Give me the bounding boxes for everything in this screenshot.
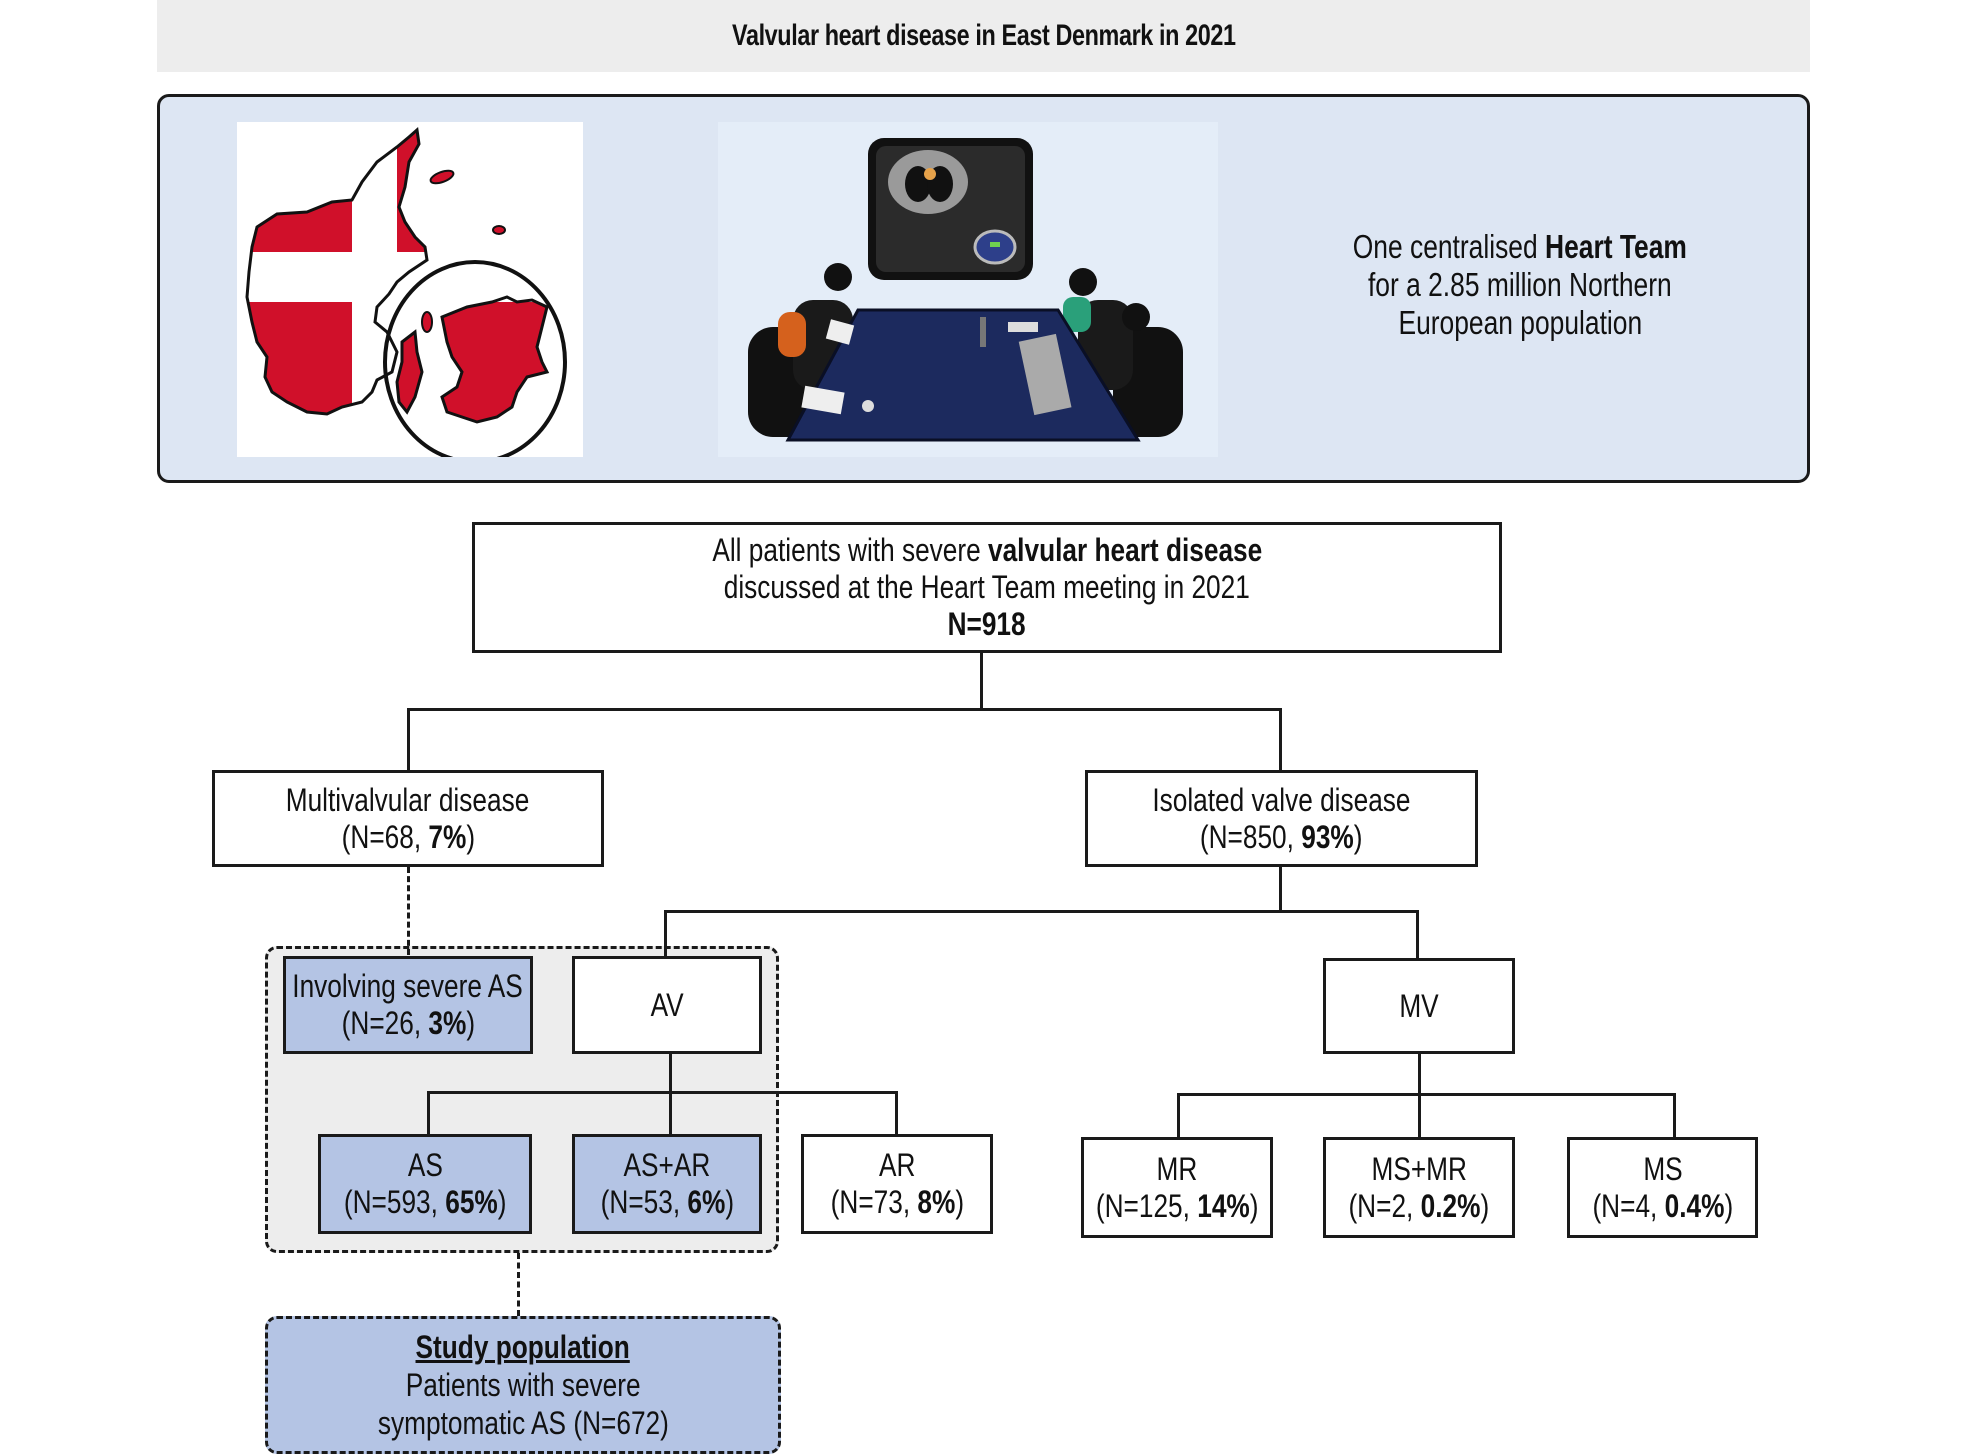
ms-box: MS (N=4, 0.4%) <box>1567 1137 1758 1238</box>
denmark-map-image <box>237 122 583 464</box>
connector-av-mv-horizontal <box>664 910 1419 913</box>
ar-pct: 8% <box>917 1184 955 1220</box>
connector-av-children-horizontal <box>427 1091 898 1094</box>
connector-av-down <box>669 1052 672 1136</box>
mv-box: MV <box>1323 958 1515 1054</box>
multivalvular-label: Multivalvular disease <box>286 781 530 818</box>
connector-to-mv <box>1416 910 1419 960</box>
paren-close: ) <box>497 1184 507 1220</box>
mr-n: (N=125, <box>1095 1187 1198 1224</box>
connector-root-down <box>980 652 983 710</box>
as-n: (N=593, <box>343 1184 446 1220</box>
connector-mv-children-horizontal <box>1177 1093 1676 1096</box>
ar-n: (N=73, <box>830 1184 918 1220</box>
as-ar-label: AS+AR <box>623 1147 711 1183</box>
connector-to-as <box>427 1091 430 1136</box>
meeting-room-icon <box>718 122 1218 457</box>
ms-mr-n: (N=2, <box>1348 1187 1421 1224</box>
study-population-title: Study population <box>415 1329 631 1365</box>
connector-to-ar <box>895 1091 898 1136</box>
root-line1: All patients with severe <box>712 532 988 568</box>
as-box: AS (N=593, 65%) <box>318 1134 532 1234</box>
connector-to-ms <box>1673 1093 1676 1138</box>
heart-team-meeting-image <box>718 122 1218 457</box>
figure-title-bar: Valvular heart disease in East Denmark i… <box>157 0 1810 72</box>
as-ar-pct: 6% <box>687 1184 725 1220</box>
multivalvular-n: (N=68, <box>341 818 429 855</box>
connector-isolated-down <box>1279 865 1282 912</box>
ms-mr-label: MS+MR <box>1371 1150 1467 1187</box>
ms-mr-pct: 0.2% <box>1420 1187 1481 1224</box>
isolated-label: Isolated valve disease <box>1152 781 1411 818</box>
dashed-connector-study <box>517 1253 520 1316</box>
ar-box: AR (N=73, 8%) <box>801 1134 993 1234</box>
connector-to-av <box>664 910 667 958</box>
isolated-n: (N=850, <box>1200 818 1302 855</box>
multivalvular-pct: 7% <box>428 818 466 855</box>
involving-severe-as-box: Involving severe AS (N=26, 3%) <box>283 956 533 1054</box>
connector-to-multivalvular <box>407 708 410 772</box>
description-line1: One centralised <box>1352 228 1546 265</box>
connector-level2-horizontal <box>407 708 1282 711</box>
study-population-line3: symptomatic AS (N=672) <box>377 1405 669 1441</box>
involving-as-pct: 3% <box>428 1005 466 1041</box>
paren-close: ) <box>465 818 475 855</box>
paren-close: ) <box>1354 818 1363 855</box>
ms-pct: 0.4% <box>1664 1187 1725 1224</box>
isolated-valve-box: Isolated valve disease (N=850, 93%) <box>1085 770 1478 867</box>
paren-close: ) <box>465 1005 475 1041</box>
connector-to-isolated <box>1279 708 1282 772</box>
heart-team-description: One centralised Heart Team for a 2.85 mi… <box>1280 228 1760 358</box>
as-label: AS <box>407 1147 443 1183</box>
paren-close: ) <box>1724 1187 1733 1224</box>
mv-label: MV <box>1399 987 1439 1024</box>
paren-close: ) <box>724 1184 734 1220</box>
study-population-line2: Patients with severe <box>405 1367 641 1403</box>
mr-pct: 14% <box>1197 1187 1250 1224</box>
denmark-flag-map-icon <box>245 127 567 464</box>
root-box-all-patients: All patients with severe valvular heart … <box>472 522 1502 653</box>
root-total-n: N=918 <box>947 606 1027 642</box>
as-ar-box: AS+AR (N=53, 6%) <box>572 1134 762 1234</box>
as-ar-n: (N=53, <box>600 1184 688 1220</box>
heart-team-bold: Heart Team <box>1545 228 1688 265</box>
mr-label: MR <box>1156 1150 1198 1187</box>
involving-as-label: Involving severe AS <box>292 968 524 1004</box>
paren-close: ) <box>1480 1187 1490 1224</box>
mr-box: MR (N=125, 14%) <box>1081 1137 1273 1238</box>
description-line3: European population <box>1398 304 1642 341</box>
root-bold: valvular heart disease <box>987 532 1262 568</box>
paren-close: ) <box>1249 1187 1259 1224</box>
isolated-pct: 93% <box>1301 818 1355 855</box>
figure-title: Valvular heart disease in East Denmark i… <box>731 19 1236 52</box>
ms-label: MS <box>1642 1150 1683 1187</box>
multivalvular-box: Multivalvular disease (N=68, 7%) <box>212 770 604 867</box>
connector-to-mr <box>1177 1093 1180 1138</box>
ar-label: AR <box>878 1147 916 1183</box>
root-line2: discussed at the Heart Team meeting in 2… <box>723 569 1251 605</box>
ms-mr-box: MS+MR (N=2, 0.2%) <box>1323 1137 1515 1238</box>
dashed-connector-multivalvular <box>407 867 410 955</box>
paren-close: ) <box>954 1184 964 1220</box>
involving-as-n: (N=26, <box>341 1005 429 1041</box>
av-box: AV <box>572 956 762 1054</box>
study-population-box: Study population Patients with severe sy… <box>265 1316 781 1454</box>
ms-n: (N=4, <box>1592 1187 1665 1224</box>
as-pct: 65% <box>445 1184 498 1220</box>
description-line2: for a 2.85 million Northern <box>1368 266 1672 303</box>
av-label: AV <box>650 986 684 1023</box>
